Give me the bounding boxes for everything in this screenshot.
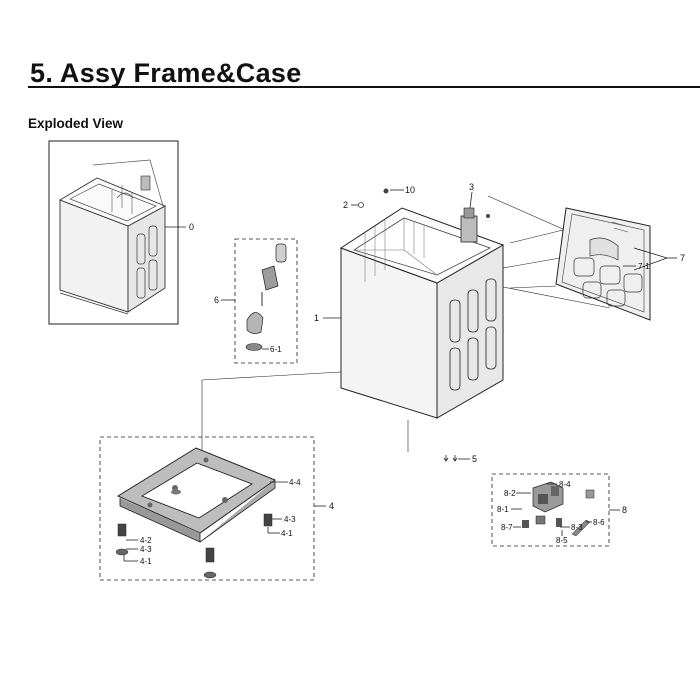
exploded-view-heading: Exploded View xyxy=(28,116,124,131)
callout-7-1: 7-1 xyxy=(638,262,650,271)
water-valve-group xyxy=(491,473,620,547)
callout-4-3-right: 4-3 xyxy=(284,515,296,524)
callout-7: 7 xyxy=(680,253,685,263)
main-cabinet-figure xyxy=(201,188,611,452)
callout-8-5: 8-5 xyxy=(556,536,568,545)
callout-0: 0 xyxy=(189,222,194,232)
callout-2: 2 xyxy=(343,200,348,210)
callout-8-3: 8-3 xyxy=(571,523,583,532)
callout-3: 3 xyxy=(469,182,474,192)
callout-4-2: 4-2 xyxy=(140,536,152,545)
callout-8-1: 8-1 xyxy=(497,505,509,514)
callout-10: 10 xyxy=(405,185,415,195)
assembled-cabinet-figure xyxy=(48,140,186,325)
screw-group xyxy=(443,455,470,462)
base-frame-group xyxy=(99,436,326,581)
callout-8: 8 xyxy=(622,505,627,515)
callout-1: 1 xyxy=(314,313,319,323)
callout-5: 5 xyxy=(472,454,477,464)
callout-6: 6 xyxy=(214,295,219,305)
title-underline xyxy=(28,86,700,88)
callout-4-4: 4-4 xyxy=(289,478,301,487)
callout-4-1-right: 4-1 xyxy=(281,529,293,538)
hose-fitting-group xyxy=(221,238,298,364)
callout-8-2: 8-2 xyxy=(504,489,516,498)
page-title: 5. Assy Frame&Case xyxy=(30,58,302,88)
callout-4-1-left: 4-1 xyxy=(140,557,152,566)
back-panel-figure xyxy=(555,207,677,321)
callout-8-6: 8-6 xyxy=(593,518,605,527)
callout-6-1: 6-1 xyxy=(270,345,282,354)
callout-8-7: 8-7 xyxy=(501,523,513,532)
callout-4: 4 xyxy=(329,501,334,511)
callout-4-3-left: 4-3 xyxy=(140,545,152,554)
callout-8-4: 8-4 xyxy=(559,480,571,489)
